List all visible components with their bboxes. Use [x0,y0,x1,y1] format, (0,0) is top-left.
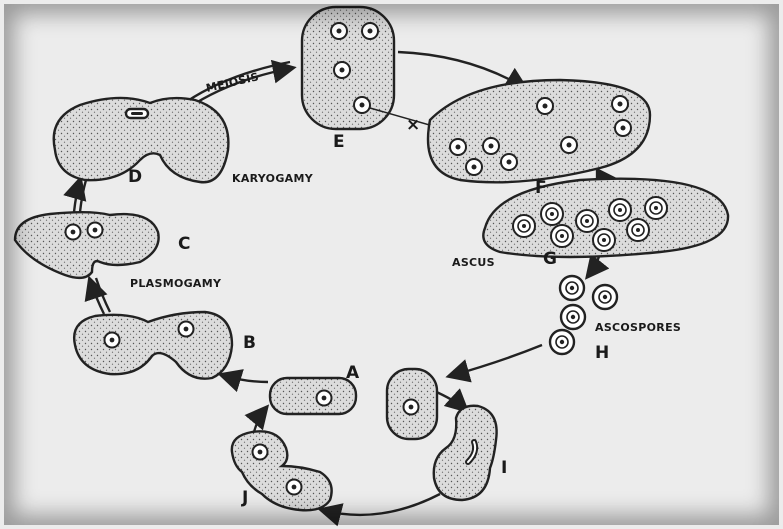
cell-a [270,378,356,414]
label-meiosis: MEIOSIS [205,70,260,95]
stage-letter-b: B [243,333,256,353]
stage-letter-h: H [595,343,609,363]
stage-letter-g: G [543,249,557,269]
stage-letter-i: I [501,458,507,478]
stage-letter-e: E [333,132,345,152]
label-ascus: ASCUS [452,256,495,269]
cell-top-right [387,369,437,439]
arrow-a-to-b [222,375,268,382]
arrow-c-to-d [74,180,80,212]
arrow-e-to-f [398,52,525,88]
label-x-mark: × [406,115,420,135]
arrow-i-to-j [322,494,440,515]
cell-c [15,212,159,278]
stage-letter-d: D [128,167,142,187]
cell-i [434,406,497,500]
arrow-c-to-d-double [80,180,86,212]
arrow-h-to-cycle [450,345,542,376]
stage-letter-c: C [178,234,190,254]
cell-b [74,312,232,379]
stage-letter-j: J [241,488,248,508]
ascus-g [483,179,728,257]
label-plasmogamy: PLASMOGAMY [130,277,222,290]
stage-letter-a: A [346,363,360,383]
label-karyogamy: KARYOGAMY [232,172,314,185]
stage-letter-f: F [535,178,547,198]
label-ascospores: ASCOSPORES [595,321,681,334]
cell-f [428,80,650,182]
arrow-b-to-c-double [96,278,110,312]
